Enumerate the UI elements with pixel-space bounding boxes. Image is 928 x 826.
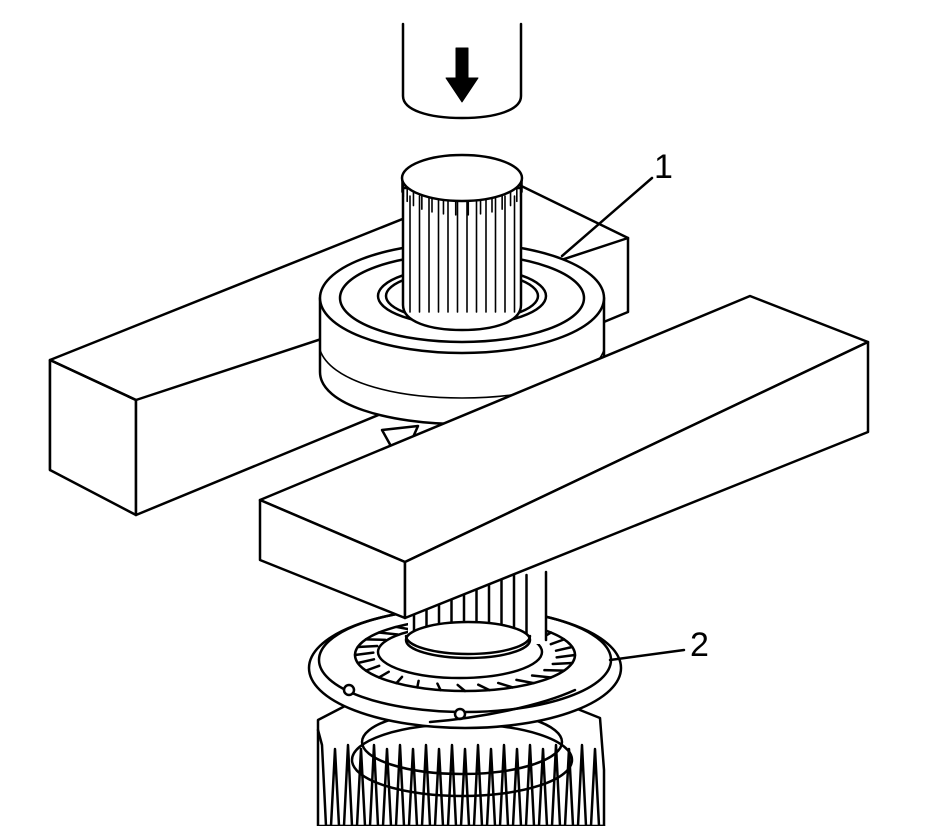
support-plate-right	[258, 294, 870, 620]
callout-1-label: 1	[654, 148, 673, 186]
callout-2-label: 2	[690, 626, 709, 664]
press-ram	[401, 22, 523, 120]
callout-2-leader	[608, 648, 686, 662]
down-arrow-icon	[445, 47, 479, 103]
callout-1-leader	[560, 176, 654, 258]
splined-shaft	[400, 153, 524, 332]
